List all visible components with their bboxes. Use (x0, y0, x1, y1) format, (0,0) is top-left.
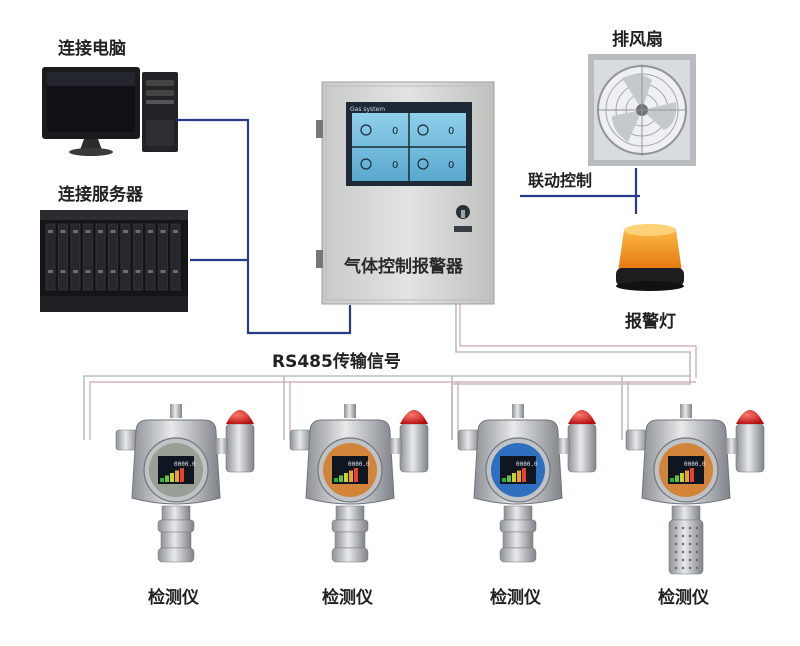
gas-controller-cabinet: Gas system 0 0 0 0 气体控制报警器 (316, 81, 495, 305)
server-rack-icon (40, 210, 188, 312)
detector-reading: 0000.0 (516, 461, 538, 468)
controller-label: 气体控制报警器 (343, 256, 464, 277)
gas-detector-icon: 0000.0 检测仪 (289, 404, 429, 608)
alarm-bulb-icon (400, 410, 428, 424)
server-slots (45, 223, 181, 291)
alarm-light-label: 报警灯 (625, 311, 676, 332)
bus-label: RS485传输信号 (272, 351, 401, 372)
server-label: 连接服务器 (58, 184, 144, 205)
gas-detector-icon: 0000.0 检测仪 (457, 404, 597, 608)
detector-label: 检测仪 (490, 587, 542, 608)
controller-reading-2: 0 (448, 126, 454, 137)
bus-main-wire-2 (89, 381, 696, 440)
key-icon (454, 226, 472, 232)
detector-label: 检测仪 (148, 587, 200, 608)
controller-brand: Gas system (350, 106, 385, 113)
controller-reading-4: 0 (448, 160, 454, 171)
sensor-probe (668, 519, 704, 575)
beacon-light-icon (616, 224, 684, 291)
detector-label: 检测仪 (322, 587, 374, 608)
controller-reading-1: 0 (392, 126, 398, 137)
detector-reading: 0000.0 (348, 461, 370, 468)
sensor-probe (157, 519, 195, 533)
alarm-bulb-icon (736, 410, 764, 424)
alarm-bulb-icon (568, 410, 596, 424)
detector-reading: 0000.0 (174, 461, 196, 468)
sensor-probe (331, 519, 369, 533)
controller-reading-3: 0 (392, 160, 398, 171)
bus-wire-grey (459, 304, 697, 378)
bus-main-wire (83, 375, 690, 440)
detector-reading: 0000.0 (684, 461, 706, 468)
exhaust-fan-icon (588, 54, 696, 166)
linkage-label: 联动控制 (528, 171, 592, 190)
gas-detector-icon: 0000.0 检测仪 (625, 404, 765, 608)
fan-label: 排风扇 (612, 29, 663, 50)
computer-label: 连接电脑 (58, 38, 126, 59)
computer-icon (42, 67, 178, 156)
computer-link-line (178, 118, 352, 335)
detectors-group: 0000.0 检测仪 0000.0 检测仪 0000.0 检测仪 0000.0 检测仪 (115, 404, 765, 608)
detector-label: 检测仪 (658, 587, 710, 608)
alarm-bulb-icon (226, 410, 254, 424)
gas-detector-icon: 0000.0 检测仪 (115, 404, 255, 608)
sensor-probe (499, 519, 537, 533)
